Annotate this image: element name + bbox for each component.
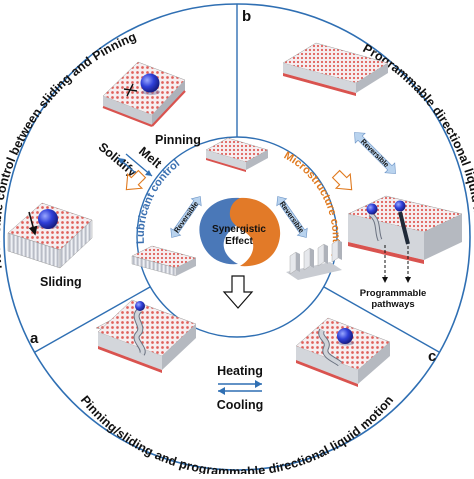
divider-right — [323, 286, 440, 353]
microstructure-control-label: Microstructure control — [282, 150, 342, 258]
center-right-ridges — [286, 239, 342, 280]
divider-left — [34, 286, 151, 353]
sliding-direction-arrow-icon — [28, 211, 38, 236]
programmable-block-top — [282, 42, 389, 96]
reversible-arrow-right: Reversible — [354, 132, 396, 174]
programmable-block-bottom — [347, 195, 463, 283]
reversible-label: Reversible — [359, 137, 391, 169]
droplet-icon — [140, 73, 160, 93]
droplet-icon — [366, 203, 378, 215]
droplet-icon — [135, 301, 145, 311]
double-arrow-icon — [354, 132, 396, 174]
center-reversible-left: Reversible — [170, 196, 202, 238]
heating-label: Heating — [217, 364, 263, 378]
hollow-arrow-to-panel-a-icon — [125, 169, 147, 191]
panel-c-left-surface — [97, 299, 197, 373]
cooling-label: Cooling — [217, 398, 264, 412]
reversible-left-label: Reversible — [172, 200, 200, 235]
double-arrow-icon — [276, 196, 308, 238]
heating-cooling-arrows — [218, 380, 262, 395]
sliding-label: Sliding — [40, 275, 82, 289]
synergy-symbol — [199, 197, 281, 267]
droplet-icon — [38, 209, 58, 229]
melt-label: Melt — [136, 144, 165, 171]
droplet-icon — [394, 200, 406, 212]
synergistic-line2: Effect — [225, 236, 253, 247]
down-hollow-arrow-icon — [222, 275, 254, 309]
panel-c-right-surface — [295, 317, 391, 387]
panel-b-letter: b — [242, 8, 251, 25]
reversible-right-label: Reversible — [278, 200, 306, 235]
center-top-block — [205, 137, 269, 172]
panel-a-letter: a — [30, 330, 39, 347]
double-arrow-icon — [170, 196, 202, 238]
pinning-block — [102, 61, 186, 128]
hollow-arrow-to-panel-b-icon — [331, 169, 353, 191]
sliding-block — [7, 202, 93, 269]
pathways-label-line1: Programmable — [360, 288, 427, 299]
droplet-icon — [337, 328, 353, 344]
pinning-label: Pinning — [155, 133, 201, 147]
panel-c-letter: c — [428, 348, 436, 365]
center-left-block — [131, 245, 197, 277]
synergistic-line1: Synergistic — [212, 224, 266, 235]
pathways-label-line2: pathways — [371, 299, 414, 310]
